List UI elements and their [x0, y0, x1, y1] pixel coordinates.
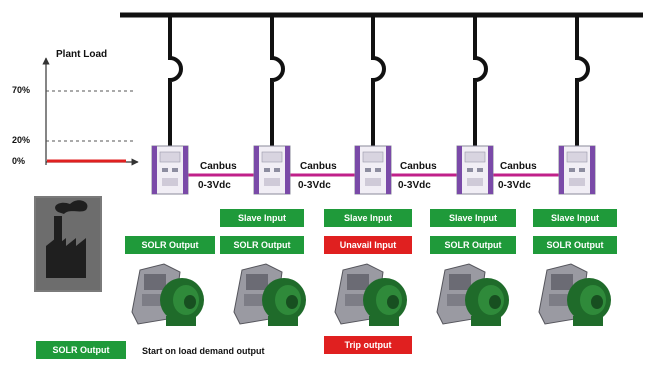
unit-3-output-badge: Unavail Input — [324, 236, 412, 254]
unit-5-slave-badge: Slave Input — [533, 209, 617, 227]
controller-module-icon — [558, 145, 596, 195]
link-4-voltage: 0-3Vdc — [498, 180, 531, 191]
generator-set-icon — [538, 263, 611, 326]
unit-2-output-badge: SOLR Output — [220, 236, 304, 254]
legend-badge: SOLR Output — [36, 341, 126, 359]
breaker-icon — [575, 17, 590, 146]
link-1-voltage: 0-3Vdc — [198, 180, 231, 191]
link-1-canbus: Canbus — [200, 161, 237, 172]
breaker-icon — [371, 17, 386, 146]
generator-set-icon — [233, 263, 306, 326]
tick-20: 20% — [12, 135, 31, 145]
generator-set-icon — [334, 263, 407, 326]
tick-0: 0% — [12, 156, 26, 166]
unit-2-slave-badge: Slave Input — [220, 209, 304, 227]
plant-load-chart — [42, 57, 139, 166]
link-2-voltage: 0-3Vdc — [298, 180, 331, 191]
link-3-canbus: Canbus — [400, 161, 437, 172]
link-3-voltage: 0-3Vdc — [398, 180, 431, 191]
unit-3-trip-badge: Trip output — [324, 336, 412, 354]
unit-5-output-badge: SOLR Output — [533, 236, 617, 254]
unit-1-output-badge: SOLR Output — [125, 236, 215, 254]
link-2-canbus: Canbus — [300, 161, 337, 172]
breaker-icon — [473, 17, 488, 146]
controller-module-icon — [253, 145, 291, 195]
unit-3-slave-badge: Slave Input — [324, 209, 412, 227]
link-4-canbus: Canbus — [500, 161, 537, 172]
breaker-icon — [168, 17, 183, 146]
chart-title: Plant Load — [56, 49, 108, 60]
breaker-icon — [270, 17, 285, 146]
unit-4-output-badge: SOLR Output — [430, 236, 516, 254]
tick-70: 70% — [12, 85, 31, 95]
unit-4-slave-badge: Slave Input — [430, 209, 516, 227]
factory-icon — [34, 196, 102, 292]
legend-text: Start on load demand output — [142, 346, 265, 356]
controller-module-icon — [151, 145, 189, 195]
generator-set-icon — [436, 263, 509, 326]
controller-module-icon — [354, 145, 392, 195]
generator-set-icon — [131, 263, 204, 326]
controller-module-icon — [456, 145, 494, 195]
